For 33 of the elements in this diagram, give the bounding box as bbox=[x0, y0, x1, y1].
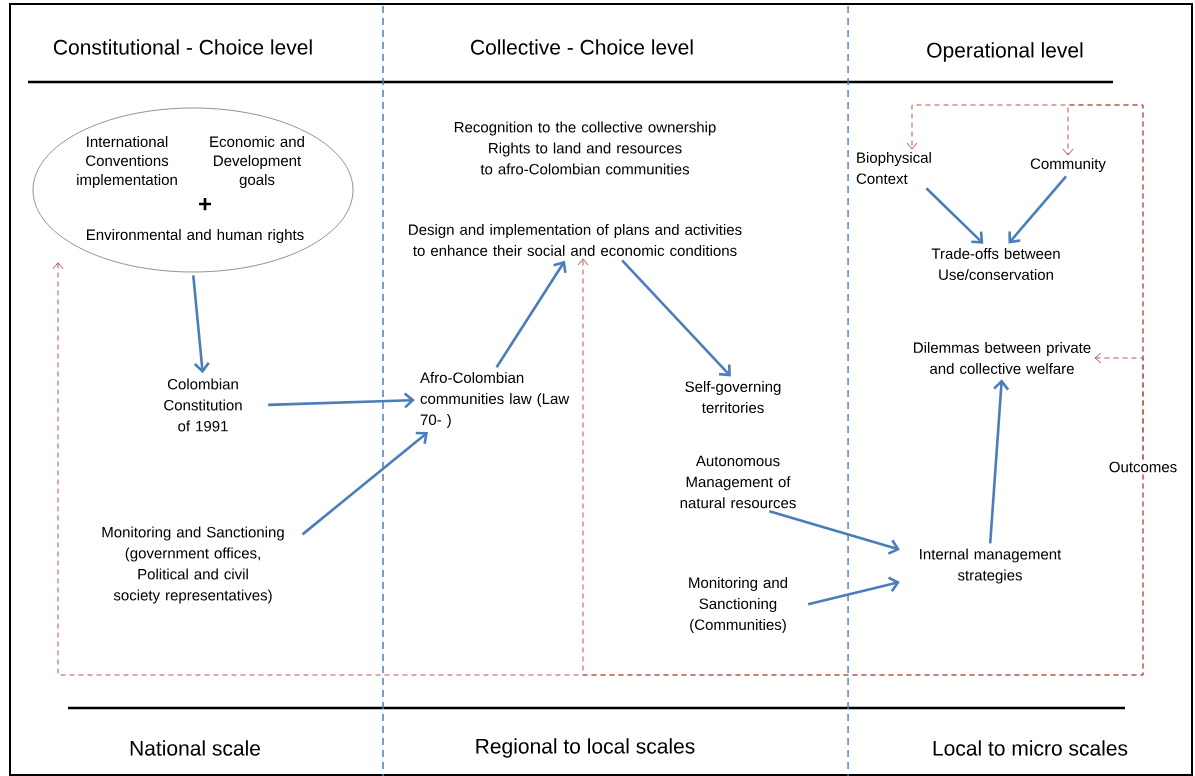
node-text: Autonomous Management of natural resources bbox=[680, 455, 796, 509]
scale-label: National scale bbox=[130, 740, 260, 756]
arrow bbox=[768, 510, 900, 555]
scale-label: Regional to local scales bbox=[476, 738, 695, 758]
arrow bbox=[301, 431, 428, 536]
node-text: Recognition to the collective ownership Rights to land and resources to afro-Colombian communities bbox=[454, 121, 716, 175]
node-text: Community bbox=[1030, 158, 1106, 172]
node-text: Self-governing territories bbox=[685, 381, 781, 413]
arrow bbox=[1094, 352, 1144, 460]
node-text: Design and implementation of plans and activities to enhance their social and economic conditions bbox=[409, 224, 742, 256]
level-heading: Constitutional - Choice level bbox=[53, 39, 312, 55]
ellipse-node: International Conventions implementation Economic and Development goals + Environmental and human rights bbox=[32, 107, 354, 273]
node-text: Monitoring and Sanctioning (government offices, Political and civil society representatives) bbox=[102, 526, 284, 604]
node-text: Dilemmas between private and collective welfare bbox=[914, 342, 1091, 374]
node-text: Colombian Constitution of 1991 bbox=[164, 378, 242, 432]
level-heading: Collective - Choice level bbox=[471, 39, 693, 55]
arrow bbox=[621, 259, 731, 377]
arrow bbox=[268, 392, 415, 409]
outcome-label: Outcomes bbox=[1109, 461, 1177, 473]
arrow bbox=[1008, 175, 1068, 244]
node-text: Monitoring and Sanctioning (Communities) bbox=[689, 577, 788, 633]
node-text: Biophysical Context bbox=[856, 152, 931, 184]
level-heading: Operational level bbox=[927, 42, 1083, 62]
node-text: Internal management strategies bbox=[920, 548, 1062, 584]
arrow bbox=[807, 576, 900, 606]
node-text: Trade-offs between Use/conservation bbox=[931, 248, 1060, 280]
arrow bbox=[577, 258, 1144, 676]
arrow bbox=[925, 187, 984, 244]
scale-label: Local to micro scales bbox=[933, 740, 1128, 756]
arrow bbox=[192, 275, 210, 374]
arrow bbox=[495, 260, 567, 368]
node-text: Afro-Colombian communities law (Law 70- ) bbox=[420, 372, 570, 428]
arrow bbox=[988, 379, 1010, 544]
